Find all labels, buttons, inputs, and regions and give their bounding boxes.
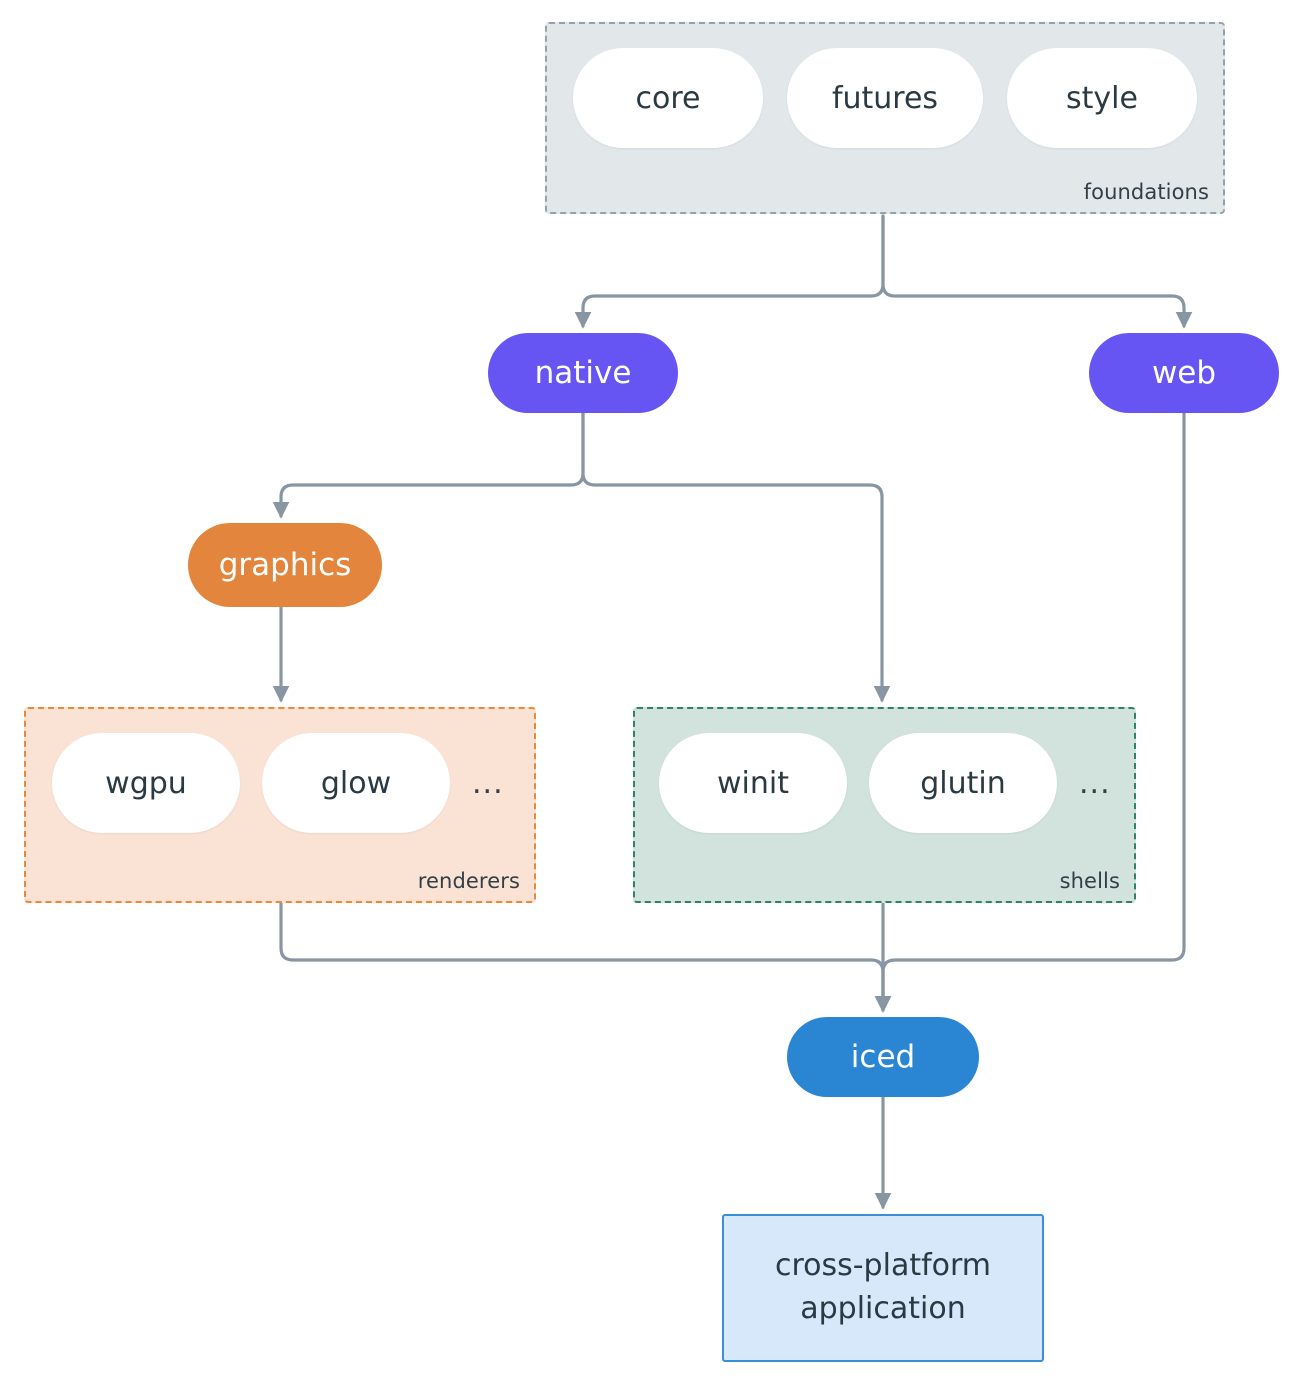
edge-native-shells [581,411,891,703]
group-renderers-label: renderers [417,869,520,893]
renderers-ellipsis: ... [472,765,504,801]
group-foundations: core futures style foundations [545,22,1225,214]
application-label-line2: application [800,1291,966,1326]
node-web[interactable]: web [1089,333,1279,413]
edge-foundations-web [881,214,1193,329]
node-graphics[interactable]: graphics [188,523,382,607]
node-futures[interactable]: futures [787,48,983,148]
node-core[interactable]: core [573,48,763,148]
node-winit[interactable]: winit [659,733,847,833]
renderers-items: wgpu glow ... [52,733,504,833]
node-cross-platform-application[interactable]: cross-platform application [722,1214,1044,1362]
edge-native-graphics [272,411,585,519]
node-style[interactable]: style [1007,48,1197,148]
node-glutin[interactable]: glutin [869,733,1057,833]
group-renderers: wgpu glow ... renderers [24,707,536,903]
group-foundations-label: foundations [1083,180,1209,204]
foundations-items: core futures style [573,48,1197,148]
group-shells-label: shells [1059,869,1120,893]
group-shells: winit glutin ... shells [633,707,1136,903]
node-iced[interactable]: iced [787,1017,979,1097]
node-native[interactable]: native [488,333,678,413]
node-wgpu[interactable]: wgpu [52,733,240,833]
edge-renderers-iced [279,901,892,1013]
edge-foundations-native [574,214,885,329]
application-label-line1: cross-platform [774,1248,992,1284]
shells-ellipsis: ... [1079,765,1111,801]
shells-items: winit glutin ... [659,733,1111,833]
node-glow[interactable]: glow [262,733,450,833]
